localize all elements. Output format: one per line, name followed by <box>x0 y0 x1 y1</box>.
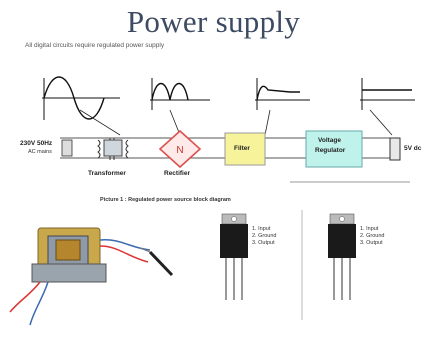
regulator-label-line1: Voltage <box>318 137 341 144</box>
waveform-filtered <box>255 78 310 110</box>
waveform-ac <box>42 76 120 120</box>
waveform-rectified <box>150 78 210 110</box>
transformer-photo <box>9 227 174 326</box>
diagram-caption: Picture 1 : Regulated power source block… <box>100 197 231 203</box>
regulator-block <box>305 130 363 168</box>
regulator-label-line2: Regulator <box>315 147 346 154</box>
rectifier-label: Rectifier <box>164 170 191 177</box>
output-load <box>389 137 401 161</box>
regulator-ic-photo-2 <box>328 213 356 300</box>
regulator-ic-photo-1 <box>220 213 248 300</box>
transformer-label: Transformer <box>88 170 126 177</box>
rectifier-diamond: N <box>158 129 202 169</box>
ac-input-plug <box>61 139 73 157</box>
subtitle: All digital circuits require regulated p… <box>25 42 165 49</box>
transformer-symbol <box>97 138 129 160</box>
filter-block <box>224 132 266 166</box>
regulator-1-pinout: 1. Input 2. Ground 3. Output <box>252 226 277 246</box>
filter-label: Filter <box>234 145 250 152</box>
output-label: 5V dc <box>404 145 422 152</box>
regulator-2-pinout: 1. Input 2. Ground 3. Output <box>360 226 385 246</box>
svg-text:N: N <box>176 145 183 156</box>
input-label: 230V 50Hz <box>20 140 53 147</box>
page-title: Power supply <box>126 4 301 39</box>
waveform-dc <box>360 78 415 110</box>
input-sublabel: AC mains <box>28 149 52 155</box>
